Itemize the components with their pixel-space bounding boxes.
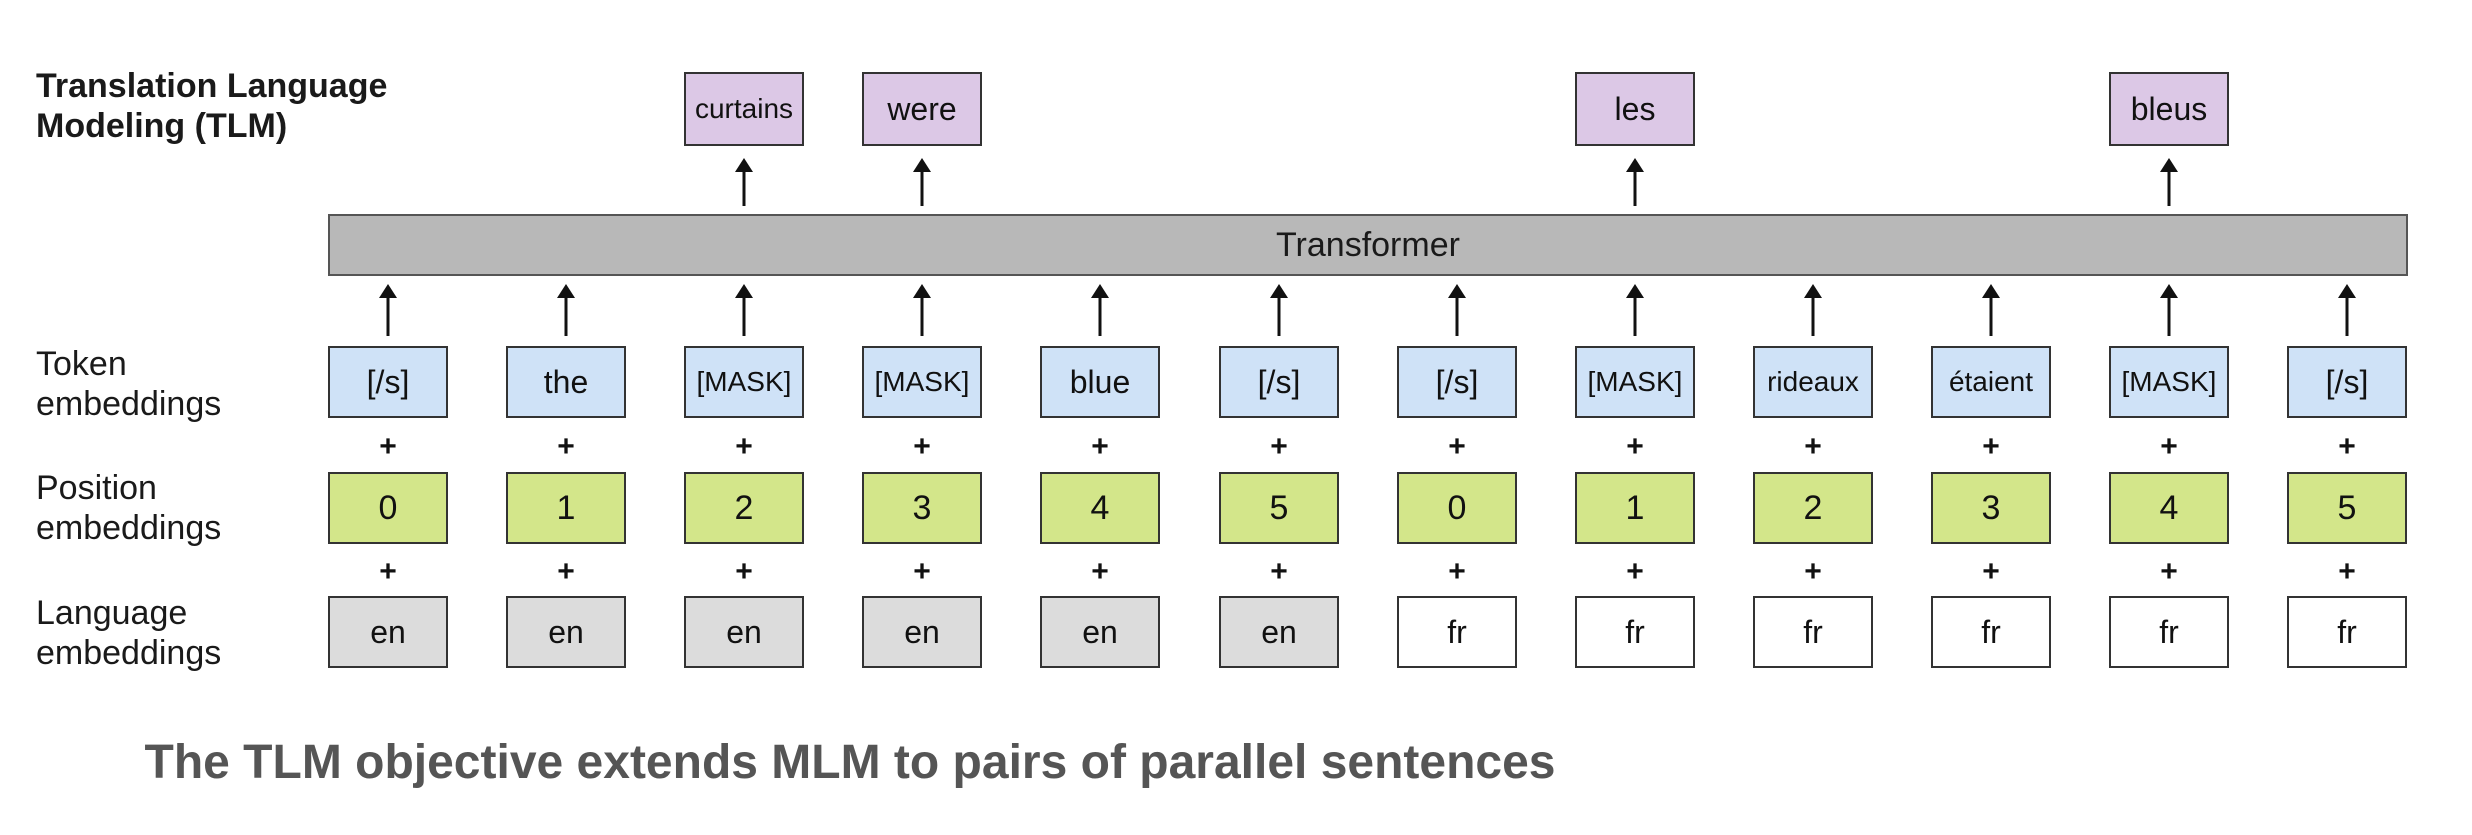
language-embedding-10: fr [2109, 596, 2229, 668]
position-embedding-3: 3 [862, 472, 982, 544]
input-arrow-7 [1626, 284, 1644, 336]
language-embedding-0: en [328, 596, 448, 668]
plus-position-language-9: + [1982, 555, 2000, 588]
plus-position-language-6: + [1448, 555, 1466, 588]
language-embedding-2: en [684, 596, 804, 668]
token-embedding-1: the [506, 346, 626, 418]
input-arrow-9 [1982, 284, 2000, 336]
row-label-position: Position embeddings [36, 469, 222, 547]
position-embedding-4: 4 [1040, 472, 1160, 544]
input-arrow-4 [1091, 284, 1109, 336]
output-arrow-3 [913, 158, 931, 206]
position-embedding-9: 3 [1931, 472, 2051, 544]
language-embedding-7: fr [1575, 596, 1695, 668]
caption: The TLM objective extends MLM to pairs o… [144, 736, 1556, 789]
language-embedding-3: en [862, 596, 982, 668]
output-arrow-10 [2160, 158, 2178, 206]
plus-token-position-3: + [913, 430, 931, 463]
token-embedding-0: [/s] [328, 346, 448, 418]
input-arrow-5 [1270, 284, 1288, 336]
position-embedding-5: 5 [1219, 472, 1339, 544]
plus-token-position-9: + [1982, 430, 2000, 463]
token-embedding-6: [/s] [1397, 346, 1517, 418]
plus-position-language-11: + [2338, 555, 2356, 588]
position-embedding-7: 1 [1575, 472, 1695, 544]
output-token-3: were [862, 72, 982, 146]
plus-token-position-7: + [1626, 430, 1644, 463]
input-arrow-8 [1804, 284, 1822, 336]
row-label-token: Token embeddings [36, 345, 222, 423]
token-embedding-5: [/s] [1219, 346, 1339, 418]
plus-position-language-1: + [557, 555, 575, 588]
plus-position-language-8: + [1804, 555, 1822, 588]
language-embedding-9: fr [1931, 596, 2051, 668]
token-embedding-2: [MASK] [684, 346, 804, 418]
output-token-10: bleus [2109, 72, 2229, 146]
plus-token-position-4: + [1091, 430, 1109, 463]
diagram-title: Translation Language Modeling (TLM) [36, 67, 388, 145]
language-embedding-5: en [1219, 596, 1339, 668]
token-embedding-11: [/s] [2287, 346, 2407, 418]
language-embedding-4: en [1040, 596, 1160, 668]
input-arrow-11 [2338, 284, 2356, 336]
transformer-block: Transformer [328, 214, 2408, 276]
input-arrow-0 [379, 284, 397, 336]
plus-token-position-11: + [2338, 430, 2356, 463]
plus-position-language-7: + [1626, 555, 1644, 588]
token-embedding-3: [MASK] [862, 346, 982, 418]
position-embedding-11: 5 [2287, 472, 2407, 544]
position-embedding-1: 1 [506, 472, 626, 544]
input-arrow-2 [735, 284, 753, 336]
position-embedding-2: 2 [684, 472, 804, 544]
output-token-2: curtains [684, 72, 804, 146]
token-embedding-9: étaient [1931, 346, 2051, 418]
plus-position-language-3: + [913, 555, 931, 588]
output-arrow-2 [735, 158, 753, 206]
language-embedding-11: fr [2287, 596, 2407, 668]
plus-token-position-10: + [2160, 430, 2178, 463]
position-embedding-10: 4 [2109, 472, 2229, 544]
position-embedding-8: 2 [1753, 472, 1873, 544]
plus-token-position-5: + [1270, 430, 1288, 463]
plus-token-position-0: + [379, 430, 397, 463]
token-embedding-10: [MASK] [2109, 346, 2229, 418]
plus-position-language-10: + [2160, 555, 2178, 588]
input-arrow-1 [557, 284, 575, 336]
plus-token-position-6: + [1448, 430, 1466, 463]
position-embedding-0: 0 [328, 472, 448, 544]
output-arrow-7 [1626, 158, 1644, 206]
token-embedding-8: rideaux [1753, 346, 1873, 418]
plus-position-language-5: + [1270, 555, 1288, 588]
input-arrow-6 [1448, 284, 1466, 336]
language-embedding-1: en [506, 596, 626, 668]
input-arrow-10 [2160, 284, 2178, 336]
output-token-7: les [1575, 72, 1695, 146]
plus-token-position-1: + [557, 430, 575, 463]
input-arrow-3 [913, 284, 931, 336]
plus-token-position-2: + [735, 430, 753, 463]
position-embedding-6: 0 [1397, 472, 1517, 544]
plus-position-language-0: + [379, 555, 397, 588]
plus-position-language-2: + [735, 555, 753, 588]
row-label-language: Language embeddings [36, 594, 222, 672]
plus-token-position-8: + [1804, 430, 1822, 463]
language-embedding-8: fr [1753, 596, 1873, 668]
token-embedding-7: [MASK] [1575, 346, 1695, 418]
plus-position-language-4: + [1091, 555, 1109, 588]
token-embedding-4: blue [1040, 346, 1160, 418]
language-embedding-6: fr [1397, 596, 1517, 668]
